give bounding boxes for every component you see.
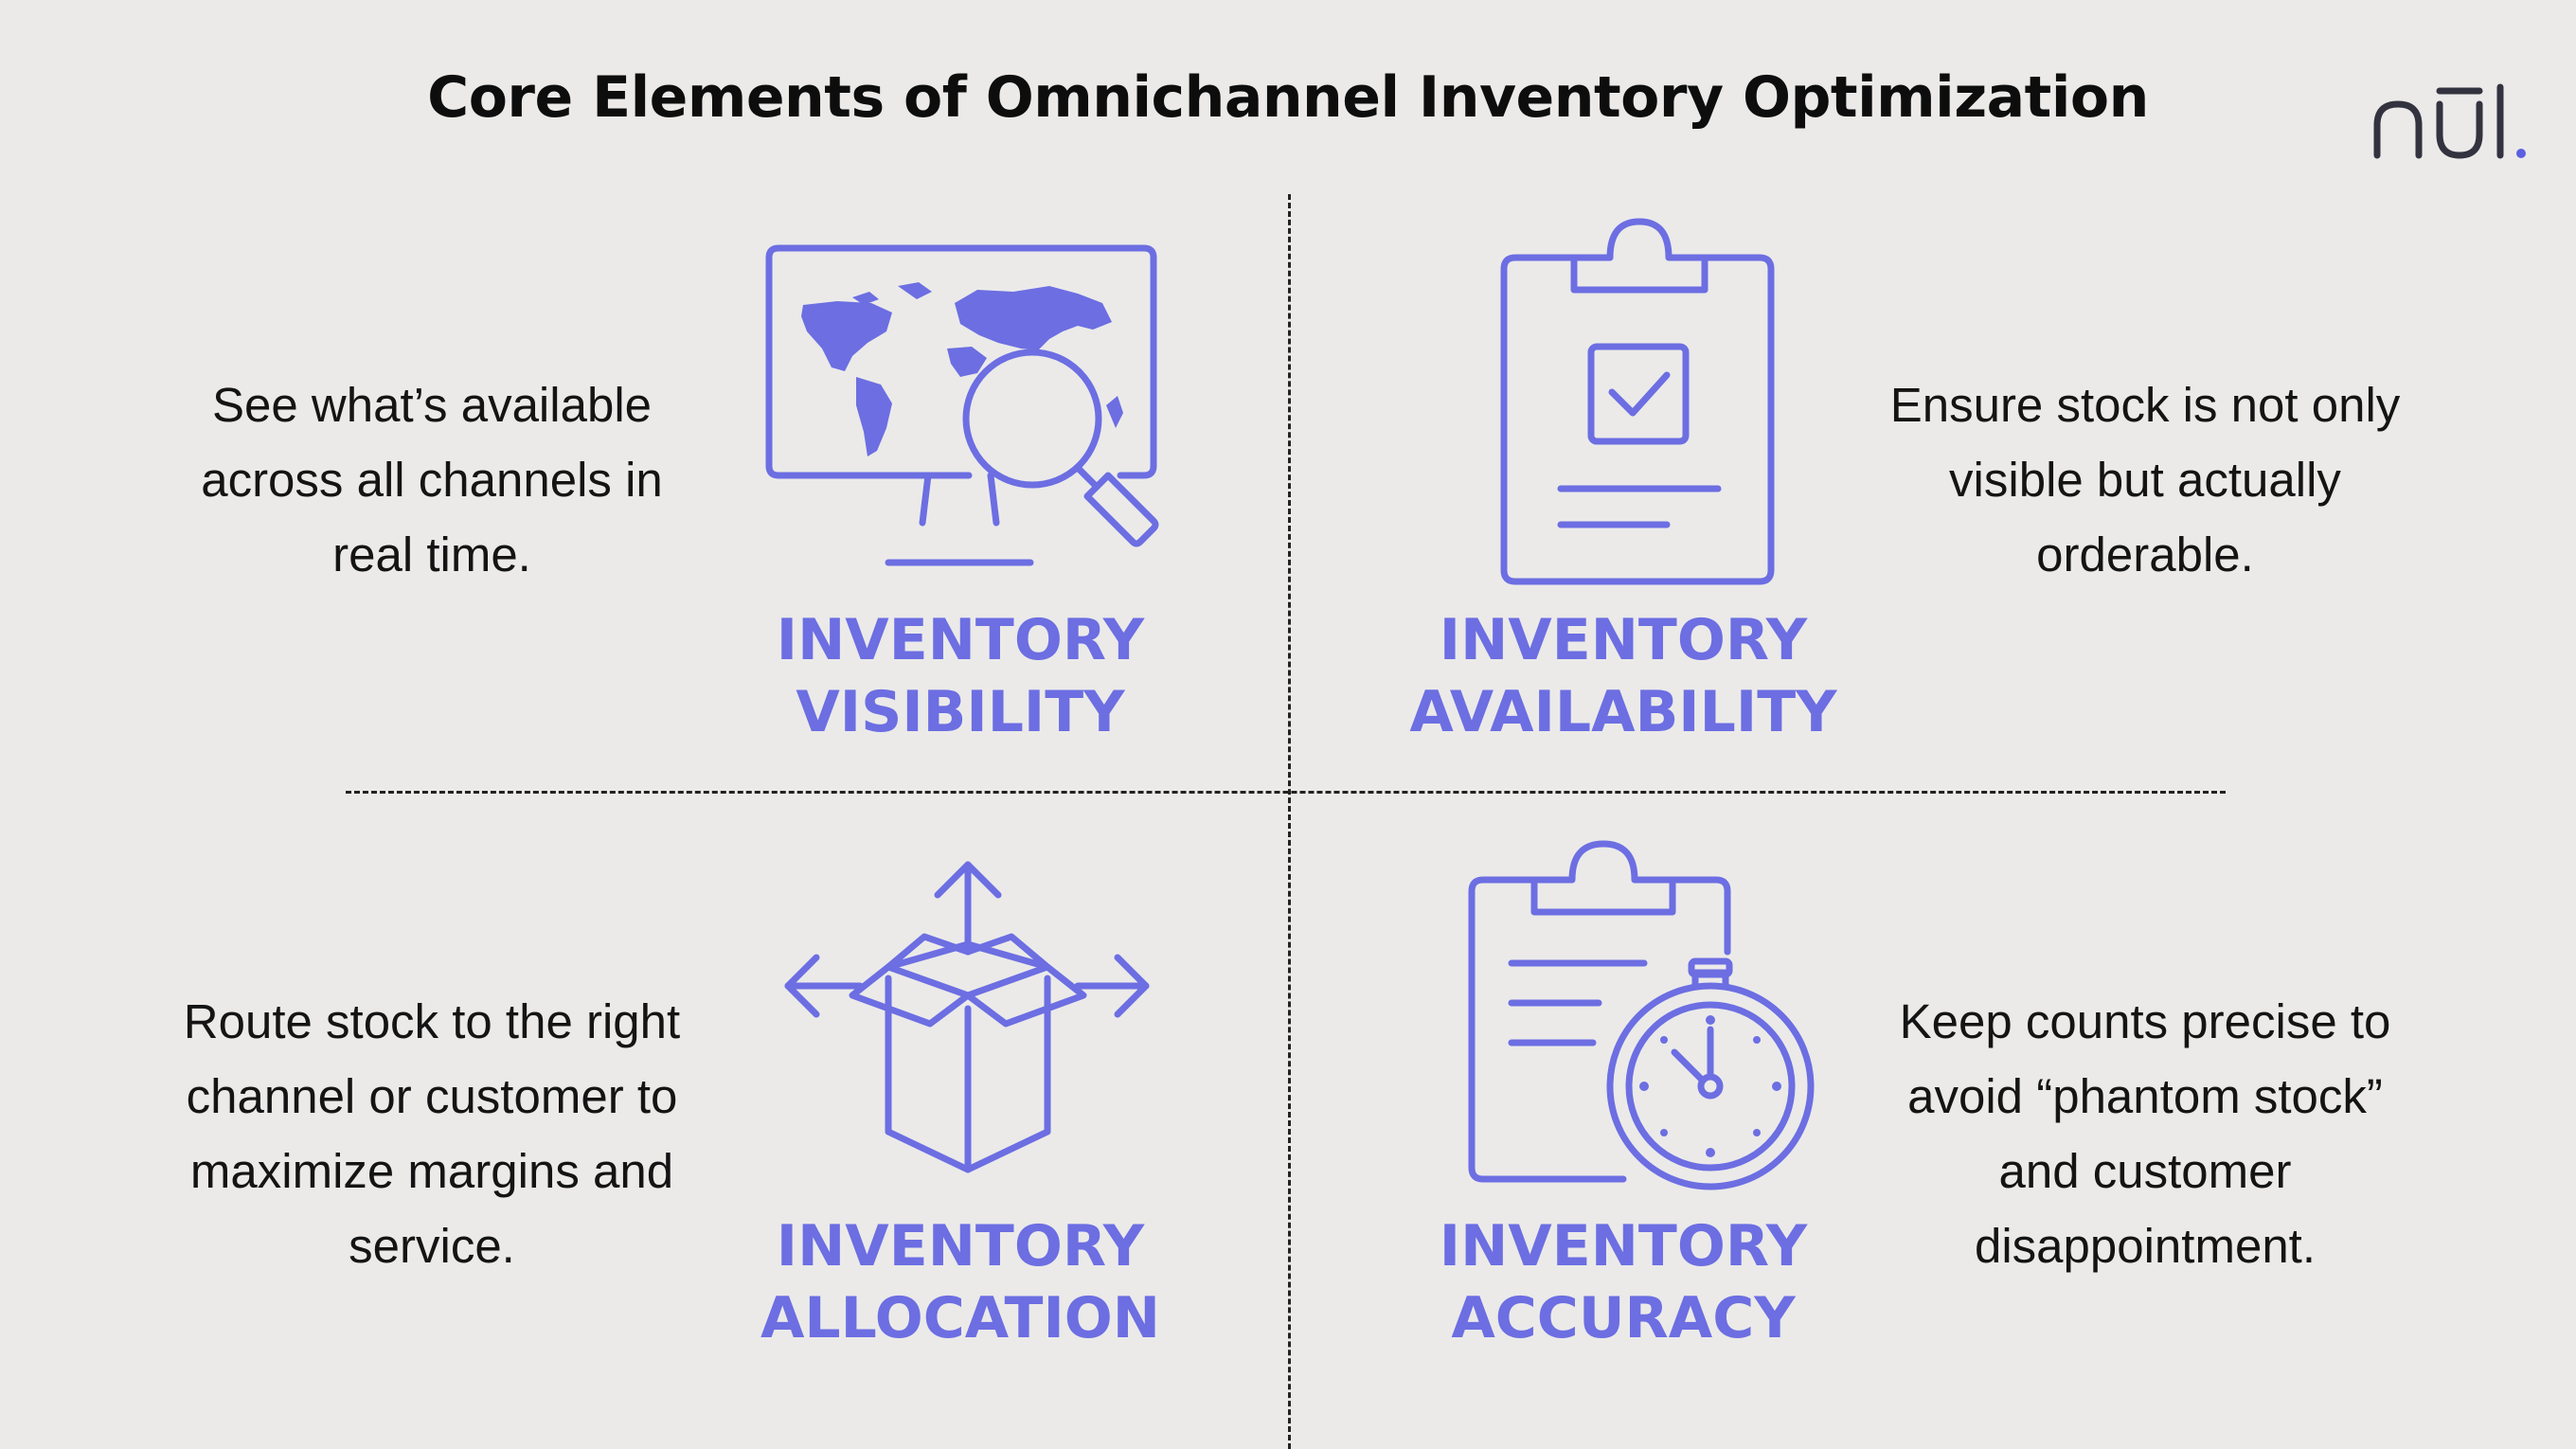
clipboard-checkbox-icon xyxy=(1500,216,1775,585)
horizontal-divider xyxy=(346,791,2226,794)
inventory-accuracy-label: INVENTORY ACCURACY xyxy=(1439,1213,1808,1351)
allocation-description: Route stock to the right channel or cust… xyxy=(183,994,681,1273)
inventory-availability-label: INVENTORY AVAILABILITY xyxy=(1409,607,1837,745)
vertical-divider xyxy=(1288,194,1291,1449)
page-title: Core Elements of Omnichannel Inventory O… xyxy=(427,64,2149,131)
accuracy-description: Keep counts precise to avoid “phantom st… xyxy=(1899,994,2391,1273)
visibility-description: See what’s available across all channels… xyxy=(201,378,663,581)
inventory-visibility-label: INVENTORY VISIBILITY xyxy=(776,607,1145,745)
brand-logo xyxy=(2368,83,2538,169)
clipboard-stopwatch-icon xyxy=(1466,838,1816,1193)
inventory-allocation-label: INVENTORY ALLOCATION xyxy=(760,1213,1161,1351)
monitor-world-map-magnifier-icon xyxy=(765,244,1163,566)
open-box-arrows-icon xyxy=(782,857,1152,1179)
availability-description: Ensure stock is not only visible but act… xyxy=(1889,378,2401,581)
